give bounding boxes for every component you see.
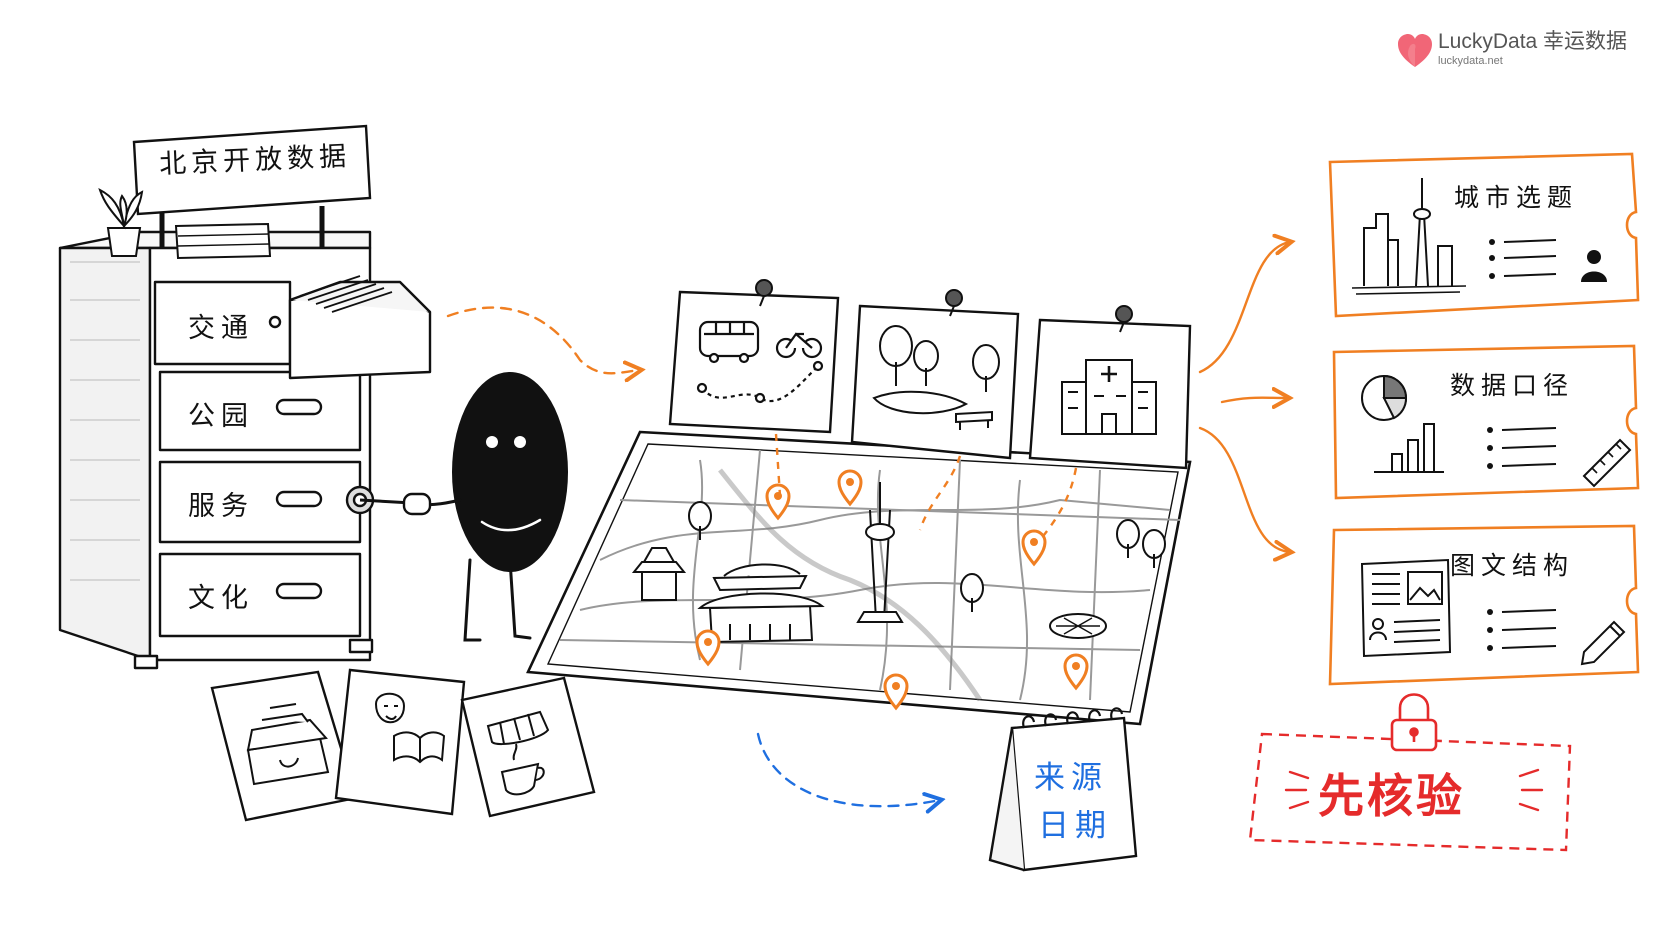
arrow-cabinet-to-photos bbox=[446, 306, 640, 374]
theater-mask-book-icon bbox=[374, 692, 446, 764]
logo-heart-icon bbox=[1398, 34, 1432, 67]
drawer-label-culture[interactable]: 文化 bbox=[188, 583, 254, 614]
calendar-line-source: 来源 bbox=[1034, 760, 1108, 796]
padlock-icon bbox=[1390, 693, 1438, 752]
book-stack-icon bbox=[174, 222, 272, 260]
arrow-map-to-calendar bbox=[756, 732, 940, 806]
pagoda-icon bbox=[631, 547, 687, 601]
drawer-label-services[interactable]: 服务 bbox=[188, 491, 254, 522]
file-cabinet bbox=[58, 230, 432, 670]
skyline-tower-icon bbox=[1351, 178, 1467, 295]
stamp-text: 先核验 bbox=[1318, 769, 1465, 823]
potted-plant-icon bbox=[98, 188, 144, 257]
drawer-label-parks[interactable]: 公园 bbox=[188, 401, 254, 432]
ruler-icon bbox=[1582, 438, 1632, 488]
tv-tower-icon bbox=[856, 482, 904, 623]
bus-bicycle-route-icon bbox=[696, 320, 824, 404]
logo-name: LuckyData 幸运数据 bbox=[1438, 30, 1628, 53]
desk-calendar bbox=[988, 707, 1138, 872]
person-icon bbox=[1581, 250, 1607, 282]
calendar-line-date: 日期 bbox=[1038, 808, 1112, 844]
category-card-metrics bbox=[1332, 344, 1640, 500]
brand-logo[interactable]: LuckyData 幸运数据 luckydata.net bbox=[1398, 30, 1627, 68]
photo-hospital bbox=[1028, 305, 1192, 470]
gate-tower-icon bbox=[246, 703, 330, 786]
category-title-layout: 图文结构 bbox=[1450, 551, 1575, 580]
blob-character bbox=[359, 372, 568, 642]
pie-bar-chart-icon bbox=[1361, 374, 1444, 473]
floor-card-gate bbox=[210, 670, 358, 822]
floor-card-culture bbox=[334, 668, 466, 816]
logo-url: luckydata.net bbox=[1438, 55, 1503, 67]
drawer-label-transport[interactable]: 交通 bbox=[188, 313, 254, 344]
flow-arrows bbox=[446, 242, 1290, 806]
floor-card-cafe bbox=[460, 676, 596, 818]
category-title-metrics: 数据口径 bbox=[1450, 371, 1575, 400]
logo-heart-spacer bbox=[1398, 30, 1432, 64]
palace-icon bbox=[697, 563, 825, 644]
category-title-topic: 城市选题 bbox=[1454, 183, 1579, 212]
arrow-to-layout bbox=[1198, 426, 1290, 552]
category-card-layout bbox=[1328, 524, 1640, 686]
article-layout-icon bbox=[1360, 558, 1452, 658]
cabinet-sign-board bbox=[132, 124, 372, 248]
hospital-icon bbox=[1061, 359, 1157, 435]
photo-park bbox=[850, 289, 1020, 460]
cafe-awning-cup-icon bbox=[486, 710, 550, 796]
category-card-topic bbox=[1328, 152, 1640, 318]
arrow-to-topic bbox=[1198, 242, 1290, 374]
photo-transport bbox=[668, 279, 840, 434]
arrow-to-metrics bbox=[1220, 398, 1288, 402]
pencil-icon bbox=[1580, 620, 1626, 666]
park-trees-bench-icon bbox=[872, 325, 1000, 430]
city-map bbox=[526, 430, 1192, 726]
verify-stamp bbox=[1248, 693, 1572, 852]
